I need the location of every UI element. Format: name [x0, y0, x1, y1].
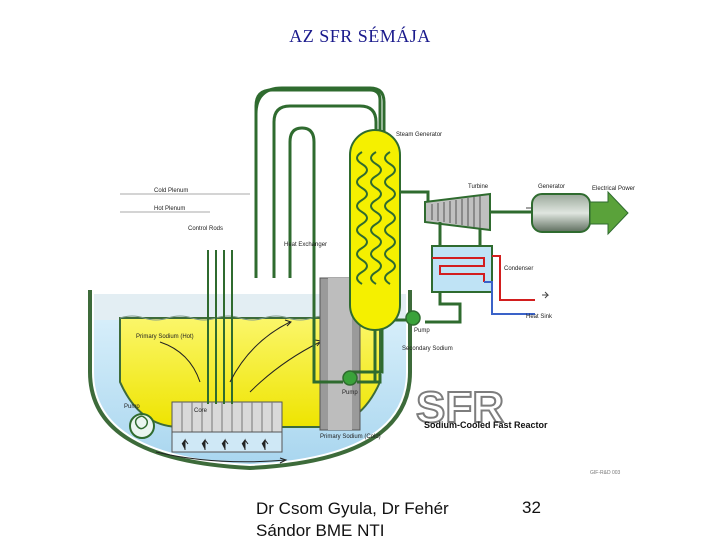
label-heat-sink: Heat Sink: [526, 314, 553, 320]
label-generator: Generator: [538, 184, 565, 190]
author-line-1: Dr Csom Gyula, Dr Fehér: [256, 499, 449, 518]
label-control-rods: Control Rods: [188, 226, 223, 232]
label-electrical-power: Electrical Power: [592, 186, 635, 192]
label-primary-sodium-hot: Primary Sodium (Hot): [136, 334, 194, 340]
label-core: Core: [194, 408, 208, 414]
credit-text: GIF-R&D 003: [590, 470, 621, 476]
sfr-schematic: Cold Plenum Hot Plenum Control Rods Heat…: [88, 86, 635, 476]
label-pump-left: Pump: [124, 404, 140, 410]
electrical-power-arrow: [589, 190, 629, 236]
secondary-hot-leg: [254, 88, 382, 278]
generator: [531, 193, 591, 233]
reactor-core: [171, 401, 283, 433]
label-steam-generator: Steam Generator: [396, 132, 442, 138]
diagram-labels: Cold Plenum Hot Plenum Control Rods Heat…: [120, 132, 635, 440]
label-condenser: Condenser: [504, 266, 533, 272]
secondary-pump-icon: [405, 310, 421, 326]
label-secondary-sodium: Secondary Sodium: [402, 346, 453, 352]
primary-pump-icon: [129, 413, 155, 439]
label-primary-sodium-cold: Primary Sodium (Cold): [320, 434, 381, 440]
label-pump-bottom: Pump: [342, 390, 358, 396]
bottom-pump-icon: [342, 370, 358, 386]
steam-generator: [349, 129, 401, 331]
turbine: [424, 192, 532, 232]
condenser: [425, 245, 535, 324]
label-hot-plenum: Hot Plenum: [154, 206, 185, 212]
label-heat-exchanger: Heat Exchanger: [284, 242, 327, 248]
slide-title: AZ SFR SÉMÁJA: [289, 26, 431, 46]
footer-author: Dr Csom Gyula, Dr Fehér Sándor BME NTI: [256, 498, 496, 542]
sfr-logo: SFR Sodium-Cooled Fast Reactor: [415, 382, 548, 433]
label-cold-plenum: Cold Plenum: [154, 188, 188, 194]
page-number: 32: [522, 498, 541, 517]
label-pump-top: Pump: [414, 328, 430, 334]
logo-text: SFR: [416, 383, 504, 432]
logo-subtitle: Sodium-Cooled Fast Reactor: [424, 420, 548, 430]
author-line-2: Sándor BME NTI: [256, 521, 385, 540]
label-turbine: Turbine: [468, 184, 489, 190]
